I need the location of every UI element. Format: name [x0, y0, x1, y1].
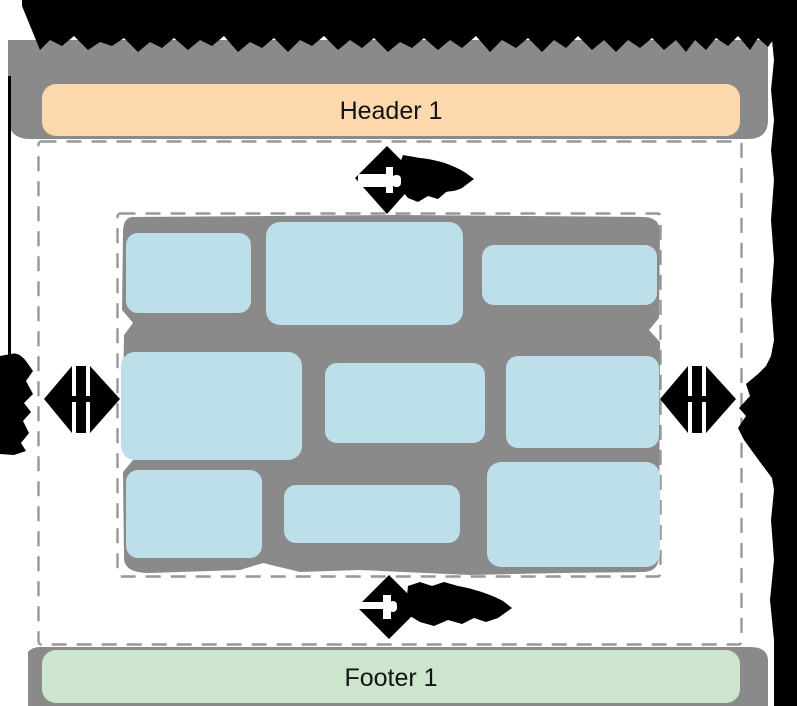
top-arrow-garbled-label	[398, 155, 474, 202]
vertical-double-arrow-icon	[355, 146, 474, 214]
outer-margin-dashed-border	[37, 140, 743, 646]
left-edge-garbled-label	[0, 353, 33, 455]
content-box	[121, 352, 302, 460]
horizontal-double-arrow-icon	[44, 366, 120, 433]
footer-label: Footer 1	[344, 664, 437, 692]
vertical-double-arrow-icon	[352, 575, 512, 639]
garbled-title-band	[22, 0, 776, 52]
content-box	[506, 356, 659, 448]
footer-block	[42, 650, 740, 703]
content-box	[126, 233, 251, 313]
content-box	[284, 485, 460, 543]
content-box	[487, 462, 660, 567]
bottom-arrow-garbled-label	[406, 582, 512, 626]
content-box	[482, 245, 657, 305]
horizontal-double-arrow-icon	[660, 366, 736, 433]
left-edge-stem	[8, 76, 11, 358]
right-edge-garbled-label	[738, 0, 797, 706]
content-box	[325, 363, 485, 443]
content-box	[126, 470, 262, 558]
header-block	[42, 84, 740, 136]
content-box	[266, 222, 463, 325]
header-label: Header 1	[340, 97, 443, 125]
